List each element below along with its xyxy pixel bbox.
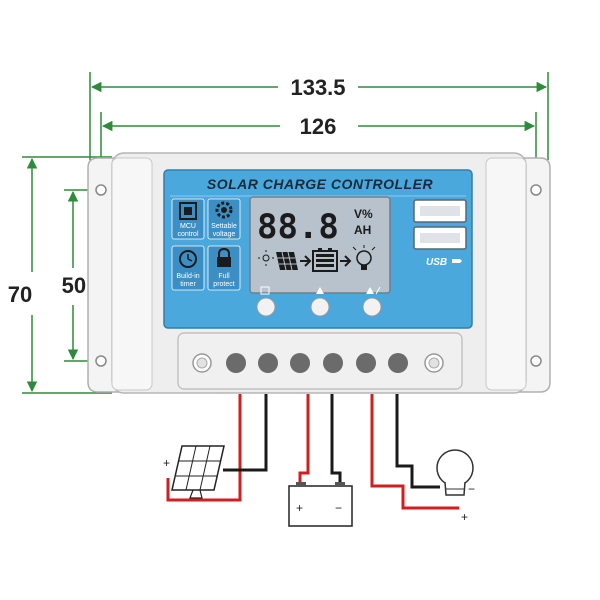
lcd-display: 88.8 V% AH <box>249 196 391 294</box>
battery-minus-sign: − <box>335 501 342 515</box>
wire-battery-negative <box>330 394 342 487</box>
solar-plus-sign: + <box>163 456 170 470</box>
lcd-unit-bottom: AH <box>354 223 371 237</box>
solar-panel-icon: + <box>163 445 225 499</box>
terminal-solar-minus <box>258 353 278 373</box>
wire-solar-positive <box>166 394 242 502</box>
dimension-overall-width: 133.5 <box>89 72 549 160</box>
mcu-control-icon: MCU control <box>171 198 205 240</box>
mount-hole-top-right <box>530 184 542 196</box>
menu-icon <box>260 286 270 295</box>
terminal-solar-plus <box>226 353 246 373</box>
menu-button[interactable] <box>256 297 276 317</box>
wire-solar-negative <box>223 394 268 472</box>
down-arrow-icon <box>366 287 374 294</box>
mount-hole-bottom-right <box>530 355 542 367</box>
lcd-bulb-icon <box>352 245 376 270</box>
terminal-load-plus <box>356 353 376 373</box>
lcd-solar-panel-icon <box>276 251 298 271</box>
clock-icon: Build-in timer <box>171 245 205 291</box>
svg-text:Build-in: Build-in <box>176 273 199 280</box>
usb-ports: USB <box>413 199 467 268</box>
panel-title: SOLAR CHARGE CONTROLLER <box>207 176 434 192</box>
front-panel: SOLAR CHARGE CONTROLLER MCU control Sett… <box>163 169 473 329</box>
terminal-strip <box>177 332 463 390</box>
lcd-sun-icon <box>258 250 274 266</box>
lcd-digits: 88.8 <box>257 207 339 247</box>
panel-buttons <box>256 286 382 317</box>
lock-icon: Full protect <box>207 245 241 291</box>
battery-icon: + − <box>288 482 353 527</box>
load-plus-sign: + <box>461 510 468 524</box>
mount-hole-top-left <box>95 184 107 196</box>
svg-text:control: control <box>177 231 198 238</box>
overall-width-label: 133.5 <box>290 75 345 100</box>
battery-plus-sign: + <box>296 501 303 515</box>
wire-load-positive <box>370 394 459 510</box>
wire-battery-positive <box>298 394 310 487</box>
dimension-hole-width: 126 <box>100 112 537 175</box>
svg-text:timer: timer <box>180 281 196 288</box>
lcd-arrow-icon <box>300 255 312 267</box>
usb-plug-icon <box>452 259 462 263</box>
down-button[interactable] <box>362 297 382 317</box>
svg-text:MCU: MCU <box>180 223 196 230</box>
up-button[interactable] <box>310 297 330 317</box>
lcd-arrow-icon <box>340 255 352 267</box>
hole-width-label: 126 <box>300 114 337 139</box>
wire-load-negative <box>395 394 440 489</box>
gear-icon: Settable voltage <box>207 198 241 240</box>
slash-icon <box>375 286 381 295</box>
dimension-overall-height: 70 <box>8 156 112 394</box>
svg-text:protect: protect <box>213 281 234 288</box>
light-bulb-icon: − + <box>436 449 475 524</box>
terminal-battery-plus <box>290 353 310 373</box>
overall-height-label: 70 <box>8 282 32 307</box>
terminal-battery-minus <box>323 353 343 373</box>
svg-text:Settable: Settable <box>211 223 237 230</box>
svg-text:Full: Full <box>218 273 230 280</box>
wiring <box>166 394 459 510</box>
usb-label: USB <box>426 257 447 268</box>
lcd-battery-icon <box>312 248 338 272</box>
load-minus-sign: − <box>468 482 475 496</box>
mount-hole-bottom-left <box>95 355 107 367</box>
lcd-unit-top: V% <box>354 207 373 221</box>
svg-text:voltage: voltage <box>213 231 236 238</box>
up-arrow-icon <box>316 287 324 294</box>
terminal-load-minus <box>388 353 408 373</box>
